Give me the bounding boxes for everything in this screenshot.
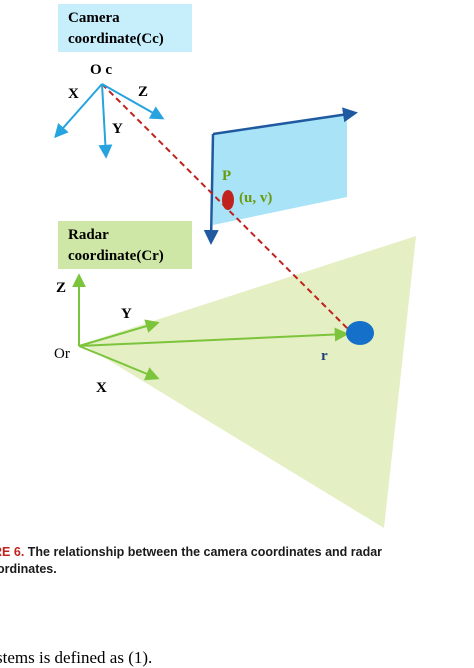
coordinate-diagram xyxy=(54,83,416,528)
radar-coordinate-box: Radar coordinate(Cr) xyxy=(58,221,192,269)
camera-z-label: Z xyxy=(138,84,149,100)
body-text: stems is defined as (1). xyxy=(0,648,153,667)
camera-y-label: Y xyxy=(112,121,123,137)
radar-y-axis xyxy=(78,319,160,347)
caption-line2: ordinates. xyxy=(0,562,57,576)
radar-field-of-view xyxy=(82,236,416,528)
projected-point-p xyxy=(222,190,234,210)
radar-target-r xyxy=(346,321,374,345)
figure-number: URE 6. xyxy=(0,545,25,559)
target-r-label: r xyxy=(321,348,328,364)
radar-z-label: Z xyxy=(56,280,67,296)
camera-origin-label: O c xyxy=(90,62,113,78)
radar-x-axis xyxy=(78,345,160,381)
camera-box-line2: coordinate(Cc) xyxy=(68,31,164,47)
camera-x-label: X xyxy=(68,86,79,102)
camera-x-axis xyxy=(54,83,103,139)
camera-z-axis xyxy=(101,83,165,120)
radar-x-label: X xyxy=(96,380,107,396)
camera-y-axis xyxy=(98,83,113,159)
radar-origin-label: Or xyxy=(54,346,70,362)
camera-box-line1: Camera xyxy=(68,10,120,26)
image-plane xyxy=(213,114,347,225)
projection-ray xyxy=(101,83,353,334)
radar-box-line1: Radar xyxy=(68,227,109,243)
caption-text: The relationship between the camera coor… xyxy=(27,545,383,559)
radar-y-label: Y xyxy=(121,306,132,322)
radar-range-ray xyxy=(78,327,349,347)
camera-coordinate-box: Camera coordinate(Cc) xyxy=(58,4,192,52)
point-p-label: P xyxy=(222,168,232,184)
figure-caption: URE 6. The relationship between the came… xyxy=(0,544,474,578)
radar-box-line2: coordinate(Cr) xyxy=(68,248,164,264)
image-plane-top-arrow xyxy=(212,107,358,136)
point-uv-label: (u, v) xyxy=(239,190,273,206)
image-plane-left-arrow xyxy=(203,133,219,245)
